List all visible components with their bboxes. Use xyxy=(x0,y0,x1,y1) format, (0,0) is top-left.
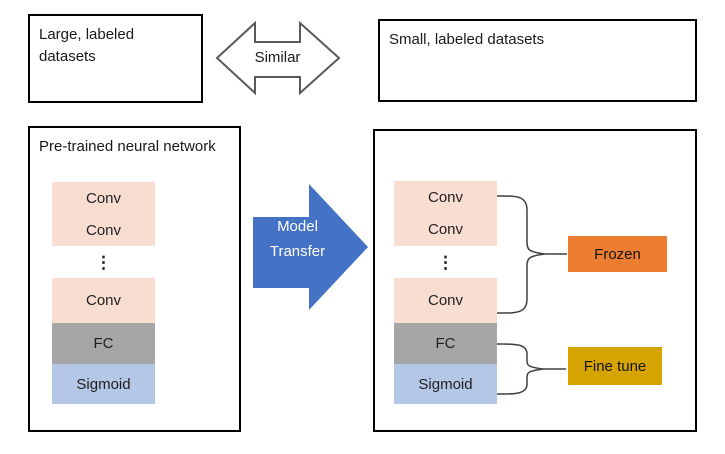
model-transfer-label-line2: Transfer xyxy=(269,242,326,260)
similar-double-arrow-icon xyxy=(215,20,341,96)
left-fc-block: FC xyxy=(52,323,155,364)
right-conv-block-top: Conv Conv xyxy=(394,181,497,246)
right-sigmoid-block: Sigmoid xyxy=(394,364,497,404)
fc-layer-label: FC xyxy=(93,335,114,352)
fc-layer-label: FC xyxy=(435,335,456,352)
right-fc-block: FC xyxy=(394,323,497,364)
model-transfer-arrow-icon xyxy=(253,184,368,310)
conv-layer-label: Conv xyxy=(427,188,464,206)
model-transfer-label: Model Transfer xyxy=(255,215,340,265)
conv-layer-label: Conv xyxy=(427,221,464,239)
small-datasets-label: Small, labeled datasets xyxy=(389,31,545,48)
large-datasets-box: Large, labeled datasets xyxy=(28,14,203,103)
right-conv-block-bottom: Conv xyxy=(394,278,497,323)
large-datasets-label: Large, labeled datasets xyxy=(39,26,135,65)
conv-layer-label: Conv xyxy=(427,292,464,309)
left-conv-block-top: Conv Conv xyxy=(52,182,155,246)
pretrained-network-title: Pre-trained neural network xyxy=(39,138,216,155)
left-sigmoid-block: Sigmoid xyxy=(52,364,155,404)
frozen-label: Frozen xyxy=(594,245,641,263)
left-ellipsis: ⋮ xyxy=(95,252,112,272)
fine-tune-tag: Fine tune xyxy=(568,347,662,385)
right-ellipsis: ⋮ xyxy=(437,252,454,272)
sigmoid-layer-label: Sigmoid xyxy=(418,375,473,393)
similar-label: Similar xyxy=(254,49,301,66)
model-transfer-label-line1: Model xyxy=(277,218,318,235)
sigmoid-layer-label: Sigmoid xyxy=(76,375,131,393)
conv-layer-label: Conv xyxy=(85,189,122,207)
conv-layer-label: Conv xyxy=(85,221,122,239)
fine-tune-label: Fine tune xyxy=(583,357,647,375)
frozen-tag: Frozen xyxy=(568,236,667,272)
conv-layer-label: Conv xyxy=(85,292,122,309)
small-datasets-box: Small, labeled datasets xyxy=(378,19,697,102)
left-conv-block-bottom: Conv xyxy=(52,278,155,323)
